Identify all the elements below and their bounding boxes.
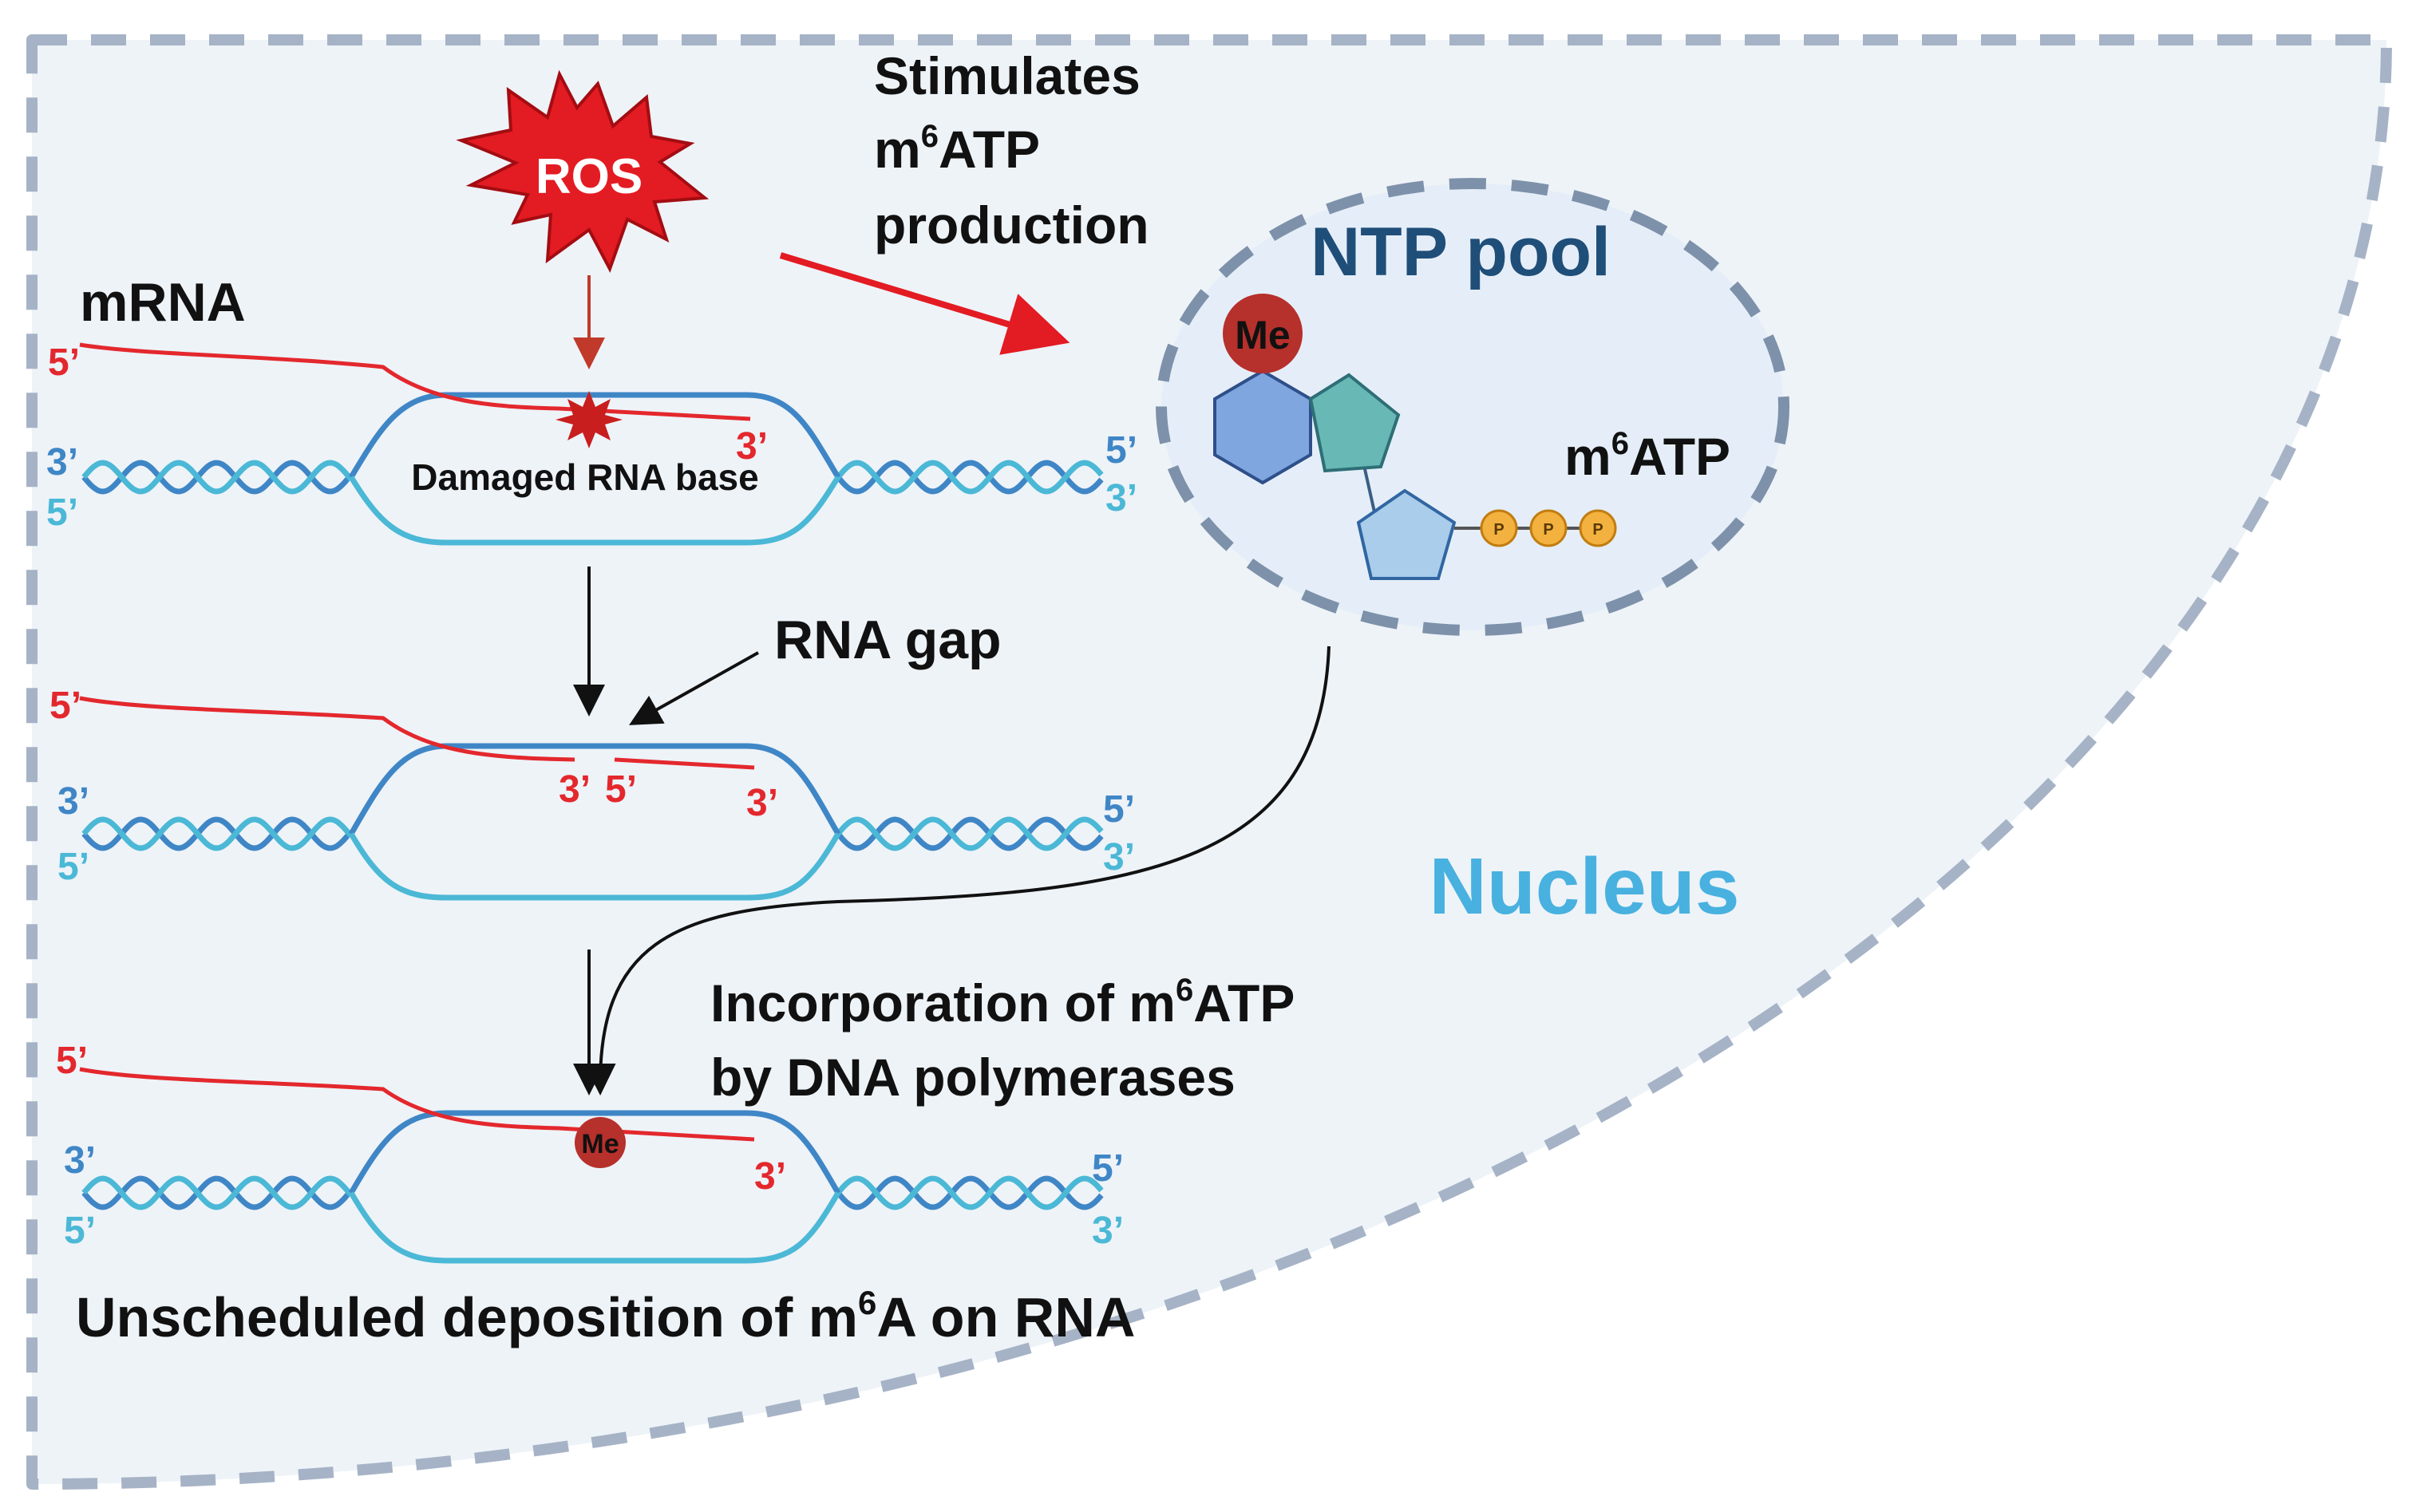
dna-helix-right-strand-b [836,1175,1104,1210]
methyl-group [1223,294,1303,373]
r-loop-top-strand [348,1110,841,1194]
dna-helix-left-strand-b [81,816,354,851]
p2-dna-left-5prime: 5’ [57,846,89,888]
dna-helix-right-strand-b [836,460,1104,495]
methyl-label: Me [1235,313,1290,357]
p1-dna-left-5prime: 5’ [46,491,78,534]
dna-helix-left-strand-b [81,1175,354,1210]
phosphate-label-2: P [1543,521,1553,539]
phosphate-2 [1529,509,1568,547]
p2-rna-3prime: 3’ [746,782,778,824]
dna-helix-left-strand-a [81,816,354,851]
p3-dna-right-3prime: 3’ [1092,1210,1124,1252]
ntp-pool-region [1156,178,1789,636]
ros-to-pool-arrow [779,252,1070,355]
p2-rna-5prime: 5’ [49,685,81,727]
m6atp-label: m6ATP [1564,426,1730,486]
mrna-strand-5prime-segment [79,696,575,762]
rna-gap-label: RNA gap [774,610,1002,670]
p3-dna-left-3prime: 3’ [64,1139,96,1182]
phosphate-label-3: P [1592,521,1603,539]
p3-rna-5prime: 5’ [56,1040,88,1082]
ntp-pool-label: NTP pool [1311,214,1611,290]
m6a-methyl-mark [575,1117,626,1168]
ros-burst [456,69,710,273]
nucleus-region [26,34,2392,1490]
m6a-methyl-label: Me [581,1129,619,1159]
p2-gap-5prime: 5’ [605,768,637,811]
phosphate-1 [1480,509,1518,547]
r-loop-bottom-strand [348,1191,841,1264]
p1-dna-right-3prime: 3’ [1105,477,1137,519]
damaged-base-label: Damaged RNA base [411,456,758,498]
ribose-pentagon [1356,488,1457,580]
p2-dna-left-3prime: 3’ [57,780,89,823]
dna-helix-left-strand-a [81,1175,354,1210]
phosphate-3 [1579,509,1617,547]
mrna-strand-3prime-segment [614,757,755,770]
r-loop-bottom-strand [349,476,840,546]
p1-dna-left-3prime: 3’ [46,441,78,484]
m6atp-molecule: P P P Me [1213,294,1617,580]
nucleus-label: Nucleus [1429,842,1739,931]
r-loop-top-strand [349,392,840,479]
p2-dna-right-5prime: 5’ [1103,788,1135,831]
dna-helix-right-strand-b [836,816,1104,851]
p3-dna-right-5prime: 5’ [1092,1147,1124,1190]
damaged-base-burst [556,391,623,448]
mrna-strand [79,342,751,421]
dna-helix-right-strand-a [836,816,1104,851]
dna-helix-left-strand-a [81,460,354,495]
stimulates-text: Stimulates m6ATP production [874,46,1155,255]
p1-rna-3prime: 3’ [736,425,768,468]
incorporation-text: Incorporation of m6ATP by DNA polymerase… [710,973,1309,1107]
panel-2-dna-rna-hybrid [79,696,1104,901]
panel-1-dna-rna-hybrid: Damaged RNA base [79,342,1104,546]
dna-helix-left-strand-b [81,460,354,495]
p3-rna-3prime: 3’ [754,1155,786,1198]
p1-rna-5prime: 5’ [48,341,80,384]
p1-dna-right-5prime: 5’ [1105,429,1137,472]
r-loop-top-strand [348,743,841,835]
dna-helix-right-strand-a [836,460,1104,495]
phosphate-label-1: P [1493,521,1504,539]
purine-pentagon [1308,373,1401,473]
r-loop-bottom-strand [348,832,841,901]
p2-dna-right-3prime: 3’ [1103,836,1135,878]
panel-3-dna-rna-hybrid: Me [79,1067,1104,1264]
dna-helix-right-strand-a [836,1175,1104,1210]
mrna-strand [79,1067,755,1142]
p2-gap-3prime: 3’ [559,768,591,811]
unscheduled-deposition-text: Unscheduled deposition of m6A on RNA [76,1284,1135,1348]
rna-gap-arrow [629,651,759,725]
pool-to-rna-arrow [583,645,1331,1096]
p3-dna-left-5prime: 5’ [64,1210,96,1252]
ros-label: ROS [536,149,643,204]
mrna-label: mRNA [80,272,246,333]
